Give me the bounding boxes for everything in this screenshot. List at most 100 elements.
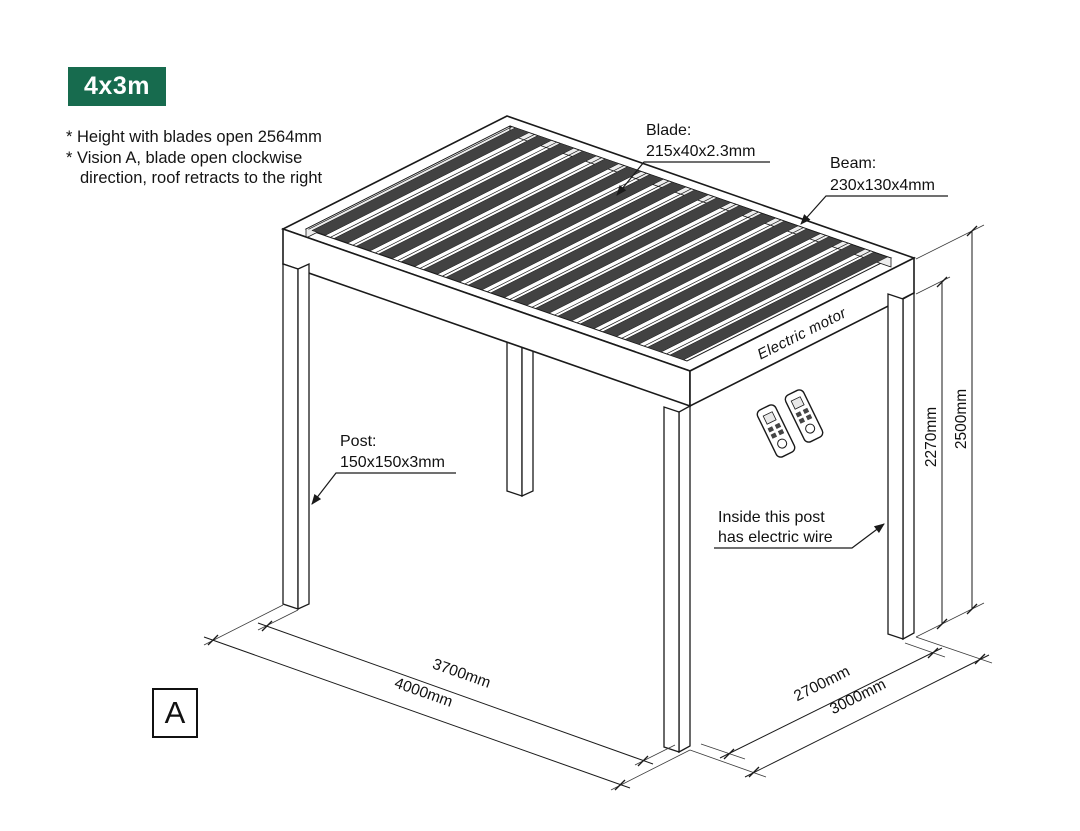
callout-wire-leader xyxy=(714,523,885,549)
post-front xyxy=(663,404,691,754)
roof-blade-edge xyxy=(442,172,647,277)
note-line-2: * Vision A, blade open clockwise xyxy=(66,148,303,167)
dimension-tick xyxy=(637,755,649,767)
callout-post: Post: 150x150x3mm xyxy=(311,433,456,505)
dimension-tick xyxy=(974,653,986,665)
remote-button xyxy=(798,417,806,424)
dim-label-post-height: 2270mm xyxy=(923,407,940,467)
extension-line xyxy=(700,743,746,760)
dimension-tick xyxy=(748,766,760,778)
dimension-tick xyxy=(261,620,273,632)
roof-blade-edge xyxy=(621,235,826,339)
remote-button xyxy=(777,429,785,436)
dimension-tick xyxy=(966,603,978,615)
roof-blade-edge xyxy=(375,149,580,254)
notes: * Height with blades open 2564mm * Visio… xyxy=(66,127,322,189)
remote-screen xyxy=(762,411,777,425)
dimension-line-side-inner xyxy=(719,647,943,759)
post-left-face-right xyxy=(297,262,310,611)
remote-button xyxy=(774,422,782,429)
roof-blade-edge xyxy=(509,196,714,300)
callout-beam-spec: 230x130x4mm xyxy=(830,177,935,194)
callout-post-leader xyxy=(311,472,456,505)
roof-blade xyxy=(534,205,754,314)
post-right-face-right xyxy=(902,291,915,641)
dimension-line-front-inner xyxy=(257,622,654,765)
roof-blade-edge xyxy=(599,227,804,331)
roof-blade-edge xyxy=(330,133,535,238)
dimension-line-side-total xyxy=(744,654,990,778)
remote-button xyxy=(770,432,778,439)
dimension-tick xyxy=(723,748,735,760)
note-line-3: direction, roof retracts to the right xyxy=(80,169,323,187)
roof-blade-edge xyxy=(487,188,692,292)
post-right-face-left xyxy=(887,293,904,640)
extension-line xyxy=(634,744,676,766)
remote-button xyxy=(802,407,810,414)
roof-blade-edge xyxy=(554,211,759,316)
callout-beam-title: Beam: xyxy=(830,155,876,172)
extension-line xyxy=(610,749,691,791)
remote-button xyxy=(767,426,774,433)
callout-electric-wire: Inside this post has electric wire xyxy=(714,509,885,549)
dim-label-front-total: 4000mm xyxy=(392,675,455,711)
view-marker-label: A xyxy=(164,695,186,730)
remote-round-button xyxy=(805,423,816,434)
roof-blade-edge xyxy=(308,126,513,230)
roof-blade xyxy=(579,220,799,329)
roof xyxy=(280,115,917,408)
extension-line xyxy=(904,642,946,658)
roof-blade-edge xyxy=(666,250,871,355)
dim-label-total-height: 2500mm xyxy=(953,389,970,449)
callout-beam: Beam: 230x130x4mm xyxy=(800,155,948,225)
roof-blade-edge xyxy=(643,242,849,347)
roof-blade xyxy=(512,197,732,306)
extension-line xyxy=(257,609,299,631)
callout-blade-spec: 215x40x2.3mm xyxy=(646,143,755,160)
roof-blade-edge xyxy=(420,165,625,269)
roof-blade xyxy=(624,236,844,345)
post-right xyxy=(887,291,915,641)
size-badge: 4x3m xyxy=(68,67,166,106)
roof-blade-edge xyxy=(353,141,558,246)
dimension-tick xyxy=(966,225,978,237)
dimension-tick xyxy=(936,618,948,630)
roof-blade-edge xyxy=(576,219,781,324)
roof-blade-edge xyxy=(464,180,670,285)
dimension-tick xyxy=(936,276,948,288)
post-front-face-right xyxy=(678,404,691,754)
remote-control-2 xyxy=(784,389,824,443)
roof-blade-edge xyxy=(397,157,602,261)
callout-beam-leader xyxy=(800,195,948,225)
extension-line xyxy=(203,604,284,646)
post-left-face-left xyxy=(282,263,299,610)
post-left xyxy=(282,262,310,611)
dimension-line-front-total xyxy=(203,636,631,789)
dimension-tick xyxy=(614,779,626,791)
callout-post-spec: 150x150x3mm xyxy=(340,454,445,471)
roof-blade xyxy=(602,228,821,337)
roof-blades xyxy=(308,126,889,361)
callout-post-title: Post: xyxy=(340,433,376,450)
callout-wire-line1: Inside this post xyxy=(718,509,825,526)
remote-round-button xyxy=(777,438,788,449)
dim-label-front-inner: 3700mm xyxy=(430,656,493,692)
remote-screen xyxy=(790,396,805,410)
remote-control-1 xyxy=(756,404,796,458)
callout-blade-title: Blade: xyxy=(646,122,691,139)
dimension-lines xyxy=(203,225,990,791)
roof-blade xyxy=(557,213,777,322)
dimension-tick xyxy=(927,647,939,659)
callout-blade-leader xyxy=(616,161,770,196)
callout-blade: Blade: 215x40x2.3mm xyxy=(616,122,770,196)
post-front-face-left xyxy=(663,406,680,753)
callout-wire-line2: has electric wire xyxy=(718,529,833,546)
extension-line xyxy=(915,636,993,664)
extension-lines xyxy=(203,224,993,791)
roof-blade-edge xyxy=(532,203,737,308)
remote-button xyxy=(805,414,813,421)
remote-button xyxy=(795,411,802,418)
dimension-tick xyxy=(207,634,219,646)
